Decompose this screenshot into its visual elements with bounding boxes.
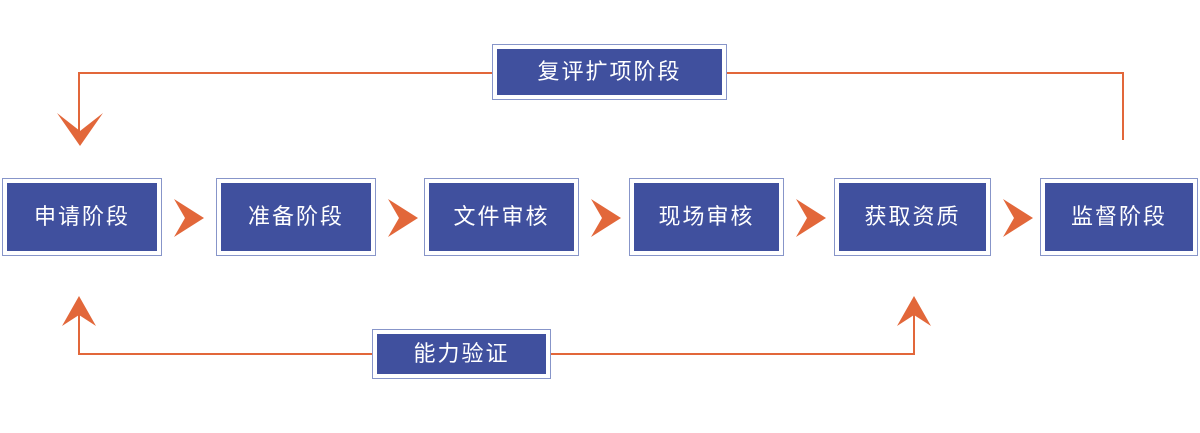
stage-box-6-inner: 监督阶段	[1045, 183, 1193, 251]
stage-box-1-inner: 申请阶段	[7, 183, 157, 251]
arrowhead-up-right-icon	[896, 296, 932, 328]
chevron-2-3-icon	[386, 197, 420, 239]
stage-box-3-document-review[interactable]: 文件审核	[424, 178, 579, 256]
stage-label-3: 文件审核	[453, 204, 550, 229]
stage-label-4: 现场审核	[658, 204, 755, 229]
stage-label-2: 准备阶段	[247, 204, 344, 229]
stage-label-1: 申请阶段	[33, 204, 130, 229]
bottom-feedback-label: 能力验证	[413, 341, 510, 366]
stage-box-1-application[interactable]: 申请阶段	[2, 178, 162, 256]
stage-box-2-preparation[interactable]: 准备阶段	[216, 178, 376, 256]
top-feedback-box-inner: 复评扩项阶段	[497, 49, 722, 95]
top-feedback-left-vertical	[78, 72, 80, 138]
stage-box-3-inner: 文件审核	[429, 183, 574, 251]
stage-box-2-inner: 准备阶段	[221, 183, 371, 251]
stage-box-4-onsite-audit[interactable]: 现场审核	[629, 178, 784, 256]
arrowhead-up-left-icon	[61, 296, 97, 328]
chevron-3-4-icon	[589, 197, 623, 239]
stage-label-6: 监督阶段	[1070, 204, 1167, 229]
arrowhead-down-icon	[56, 112, 104, 148]
stage-box-5-inner: 获取资质	[839, 183, 986, 251]
chevron-5-6-icon	[1001, 197, 1035, 239]
top-feedback-left-horizontal	[78, 72, 493, 74]
bottom-feedback-left-vertical	[78, 310, 80, 355]
bottom-feedback-right-vertical	[913, 310, 915, 355]
stage-label-5: 获取资质	[864, 204, 961, 229]
top-feedback-right-vertical	[1122, 72, 1124, 140]
bottom-feedback-box[interactable]: 能力验证	[372, 329, 551, 379]
top-feedback-box[interactable]: 复评扩项阶段	[492, 44, 727, 100]
stage-box-5-obtain-qualification[interactable]: 获取资质	[834, 178, 991, 256]
stage-box-6-supervision[interactable]: 监督阶段	[1040, 178, 1198, 256]
bottom-feedback-box-inner: 能力验证	[377, 334, 546, 374]
top-feedback-right-horizontal	[727, 72, 1123, 74]
bottom-feedback-right-horizontal	[551, 353, 915, 355]
chevron-4-5-icon	[794, 197, 828, 239]
stage-box-4-inner: 现场审核	[634, 183, 779, 251]
bottom-feedback-left-horizontal	[78, 353, 374, 355]
top-feedback-label: 复评扩项阶段	[537, 59, 682, 84]
chevron-1-2-icon	[172, 197, 206, 239]
